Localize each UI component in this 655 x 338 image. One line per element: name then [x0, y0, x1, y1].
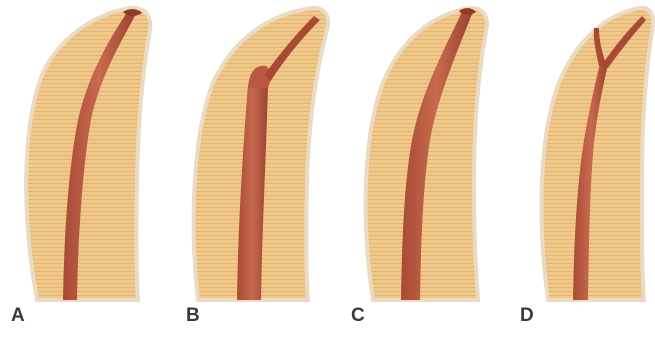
- tooth-panel-d: [541, 8, 653, 300]
- panel-label-c: C: [351, 306, 365, 325]
- tooth-panel-c: [366, 8, 487, 300]
- panel-label-d: D: [520, 306, 534, 325]
- tooth-panel-b: [194, 8, 329, 300]
- tooth-panel-a: [26, 8, 150, 300]
- panel-label-a: A: [11, 306, 25, 325]
- panel-label-b: B: [186, 306, 200, 325]
- tooth-outline: [26, 8, 150, 300]
